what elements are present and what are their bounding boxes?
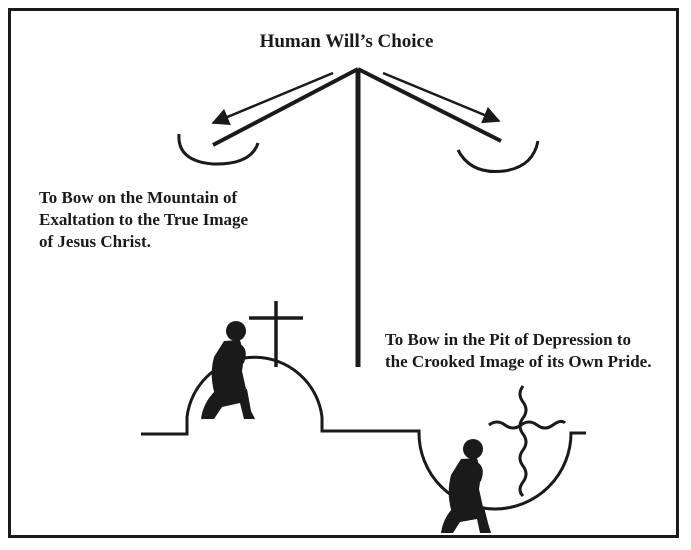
pit-caption-line-2: the Crooked Image of its Own Pride. — [385, 352, 652, 371]
balance-scale — [177, 67, 540, 367]
mountain-caption-line-2: Exaltation to the True Image — [39, 210, 249, 229]
arrow-right-icon — [382, 71, 501, 124]
pit-caption-line-1: To Bow in the Pit of Depression to — [385, 330, 632, 349]
kneeling-figure-icon — [441, 439, 491, 533]
straight-cross-icon — [249, 301, 303, 367]
crooked-cross-icon — [488, 385, 567, 498]
mountain-caption: To Bow on the Mountain of Exaltation to … — [39, 187, 248, 253]
mountain-caption-line-3: of Jesus Christ. — [39, 232, 151, 251]
kneeling-figure-icon — [201, 321, 255, 419]
diagram-frame: Human Will’s Choice To Bow on the Mounta… — [8, 8, 679, 538]
scale-arm-left — [212, 67, 359, 147]
scale-pan-left — [177, 133, 260, 166]
diagram-title: Human Will’s Choice — [259, 31, 434, 52]
scale-arm-right — [357, 67, 502, 143]
mountain-caption-line-1: To Bow on the Mountain of — [39, 188, 238, 207]
pit-caption: To Bow in the Pit of Depression to the C… — [385, 329, 651, 373]
diagram-artwork — [141, 67, 586, 533]
arrow-left-icon — [211, 71, 334, 126]
scale-pan-right — [456, 140, 540, 174]
